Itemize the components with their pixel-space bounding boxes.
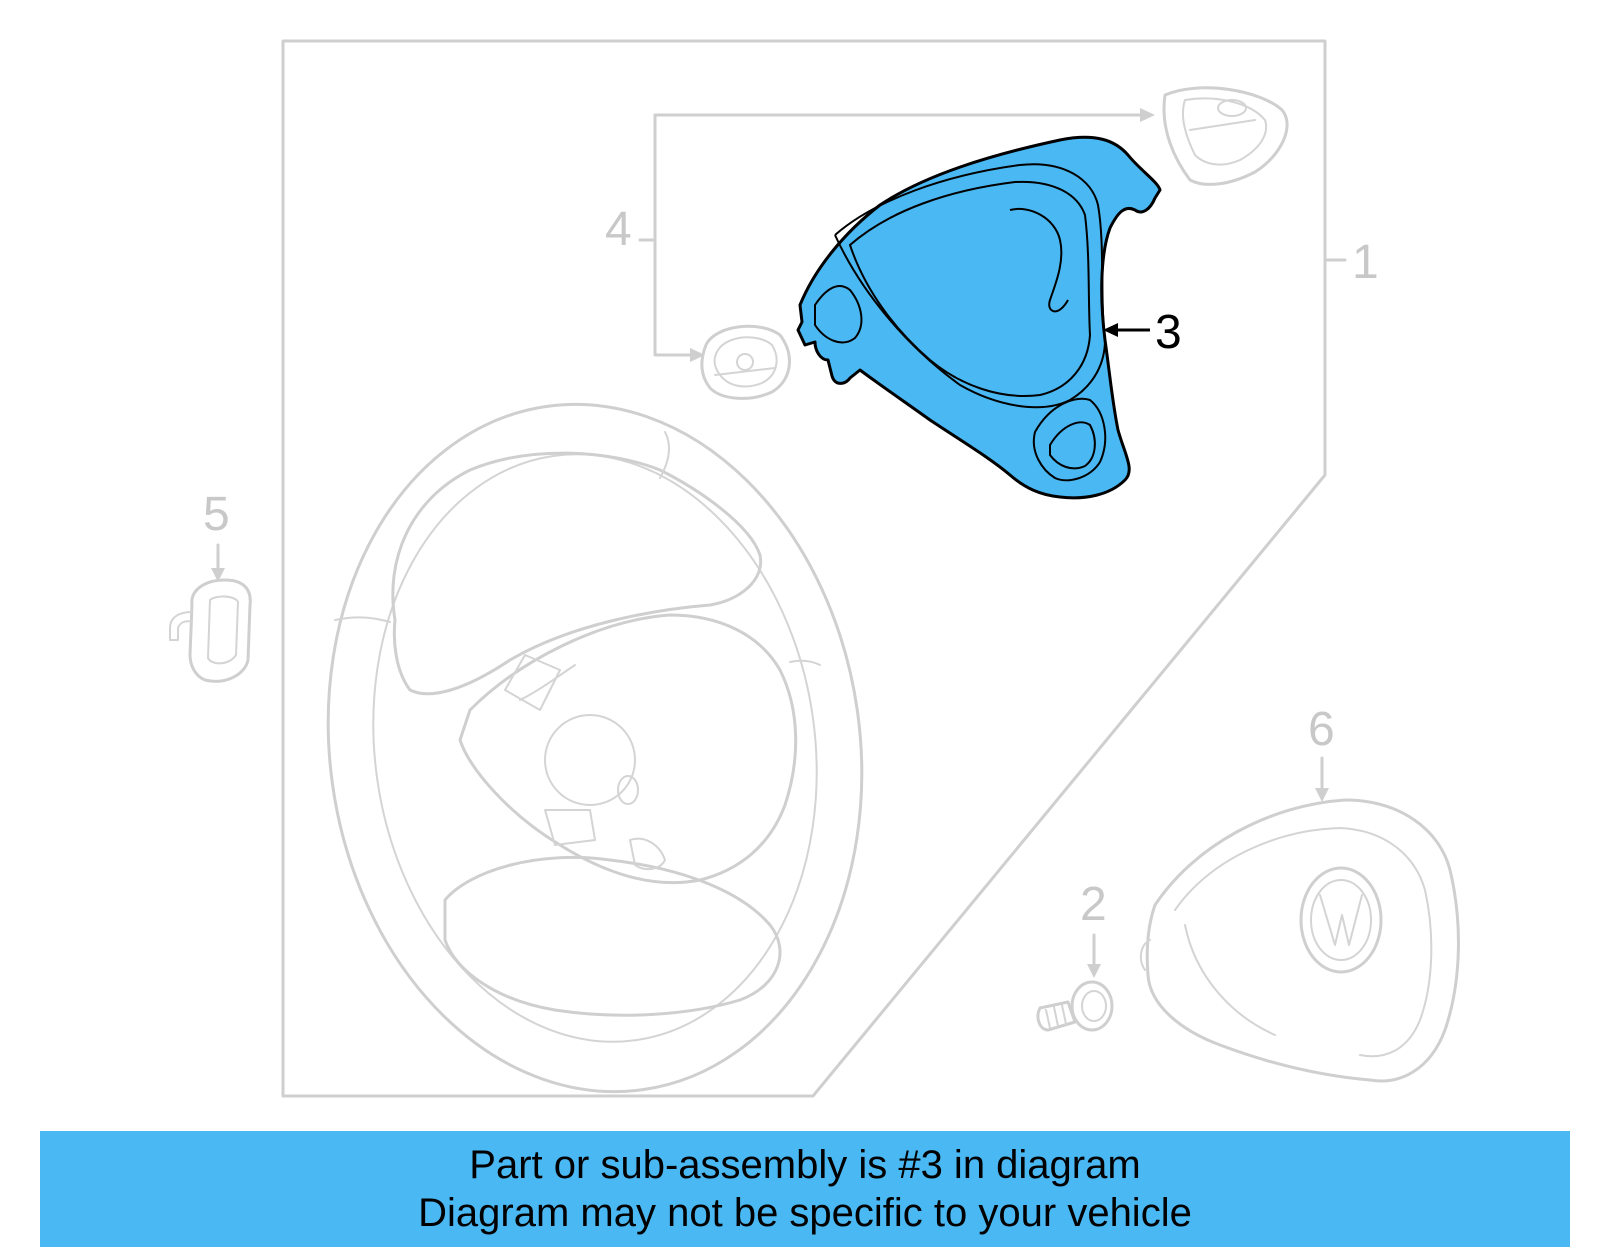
banner-line-2: Diagram may not be specific to your vehi… bbox=[418, 1191, 1192, 1235]
callout-3: 3 bbox=[1155, 306, 1182, 359]
bolt-part-2 bbox=[1036, 980, 1114, 1032]
steering-wheel bbox=[326, 402, 864, 1094]
callout-1: 1 bbox=[1352, 236, 1379, 289]
switch-right-part-4 bbox=[1162, 86, 1289, 186]
info-banner: Part or sub-assembly is #3 in diagram Di… bbox=[40, 1131, 1570, 1247]
callout-6-arrow bbox=[1315, 756, 1329, 802]
assembly-boundary bbox=[281, 39, 1327, 1098]
banner-line-1: Part or sub-assembly is #3 in diagram bbox=[469, 1143, 1141, 1187]
callout-5: 5 bbox=[203, 488, 230, 541]
callout-6: 6 bbox=[1308, 703, 1335, 756]
callout-2-arrow bbox=[1087, 933, 1101, 978]
side-switch-part-5 bbox=[169, 578, 252, 683]
switch-left-part-4 bbox=[700, 324, 791, 400]
callout-4: 4 bbox=[605, 203, 632, 256]
callout-4-bracket bbox=[638, 108, 1155, 362]
callout-2: 2 bbox=[1080, 878, 1107, 931]
callout-3-leader bbox=[1103, 323, 1150, 337]
callout-5-arrow bbox=[211, 543, 225, 582]
airbag-part-6 bbox=[1139, 798, 1460, 1083]
trim-cover-part-3[interactable] bbox=[796, 135, 1162, 500]
